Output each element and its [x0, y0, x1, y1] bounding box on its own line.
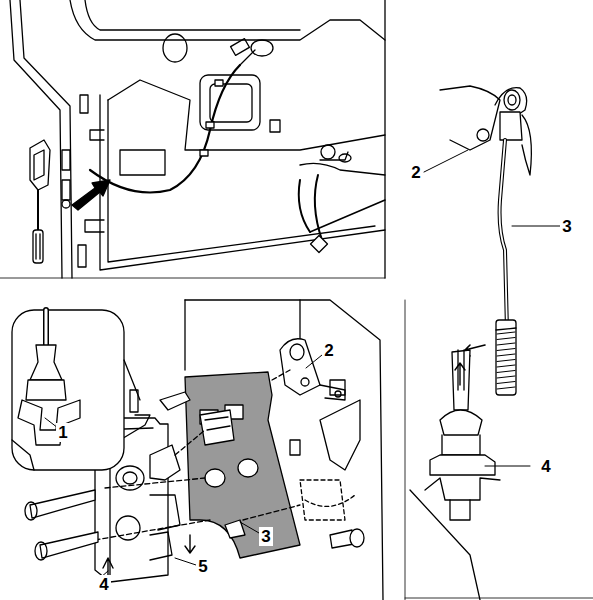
thread-stroke	[497, 365, 515, 367]
panel-border	[405, 598, 593, 599]
rod-3	[496, 140, 516, 395]
bracket-2	[440, 86, 531, 175]
leader-line	[45, 150, 560, 578]
panel-border	[0, 278, 385, 279]
callout-number: 3	[259, 527, 272, 546]
callout-number: 3	[560, 217, 573, 236]
fit-lines	[95, 370, 300, 540]
clip-4	[410, 350, 500, 600]
callout-number: 4	[539, 457, 552, 476]
rod-thread	[497, 332, 515, 389]
panel-border	[405, 300, 406, 600]
plate-holes	[200, 405, 258, 538]
interior-door-handle	[30, 140, 50, 190]
thread-stroke	[497, 332, 515, 334]
screwdriver	[33, 190, 43, 263]
bracket-2-lock	[280, 339, 345, 400]
release-cable	[90, 39, 385, 253]
thread-stroke	[497, 376, 515, 378]
fit-arrow	[103, 558, 113, 575]
thread-stroke	[497, 360, 515, 362]
thread-stroke	[497, 338, 515, 340]
callout-number: 2	[322, 341, 335, 360]
screw-hole	[62, 200, 70, 208]
door-inner-panel	[10, 0, 385, 278]
thread-stroke	[497, 354, 515, 356]
door-shell	[185, 300, 383, 600]
thread-stroke	[497, 387, 515, 389]
thread-stroke	[497, 382, 515, 384]
thread-stroke	[497, 343, 515, 345]
pointer-arrow	[72, 180, 110, 210]
callout-number: 4	[97, 575, 110, 594]
thread-stroke	[497, 371, 515, 373]
bolt	[330, 529, 364, 548]
detail-inset	[12, 310, 140, 470]
callout-number: 1	[56, 423, 69, 442]
callout-number: 5	[196, 557, 209, 576]
callout-number: 2	[409, 163, 422, 182]
lock-screws	[25, 490, 98, 560]
seal-plate-3	[185, 372, 300, 558]
fit-arrow	[185, 535, 195, 553]
thread-stroke	[497, 349, 515, 351]
panel-border	[384, 0, 385, 278]
lock-clips	[200, 410, 234, 445]
